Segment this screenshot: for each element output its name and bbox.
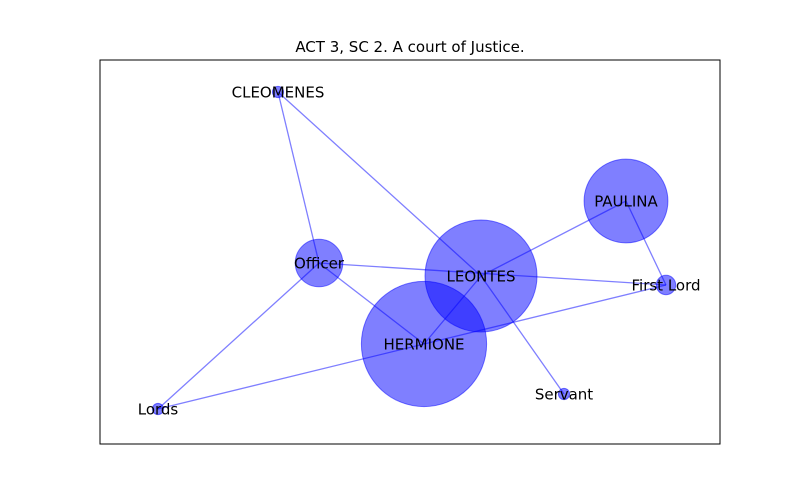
node-hermione	[360, 280, 488, 408]
node-label-leontes: LEONTES	[446, 268, 515, 286]
node-officer	[294, 238, 344, 288]
plot-frame	[99, 59, 721, 445]
chart-title: ACT 3, SC 2. A court of Justice.	[295, 38, 524, 56]
node-servant	[557, 387, 571, 401]
node-label-lords: Lords	[138, 401, 179, 419]
node-first-lord	[655, 274, 677, 296]
nodes-layer	[151, 85, 677, 416]
node-label-cleomenes: CLEOMENES	[232, 84, 325, 102]
node-cleomenes	[271, 85, 285, 99]
node-label-hermione: HERMIONE	[383, 336, 464, 354]
node-label-servant: Servant	[535, 386, 593, 404]
node-label-paulina: PAULINA	[594, 193, 658, 211]
edge-cleomenes-officer	[277, 91, 320, 264]
edge-officer-lords	[157, 262, 320, 410]
node-label-first-lord: First Lord	[631, 277, 700, 295]
node-paulina	[583, 158, 669, 244]
node-label-officer: Officer	[294, 255, 345, 273]
node-lords	[151, 402, 165, 416]
